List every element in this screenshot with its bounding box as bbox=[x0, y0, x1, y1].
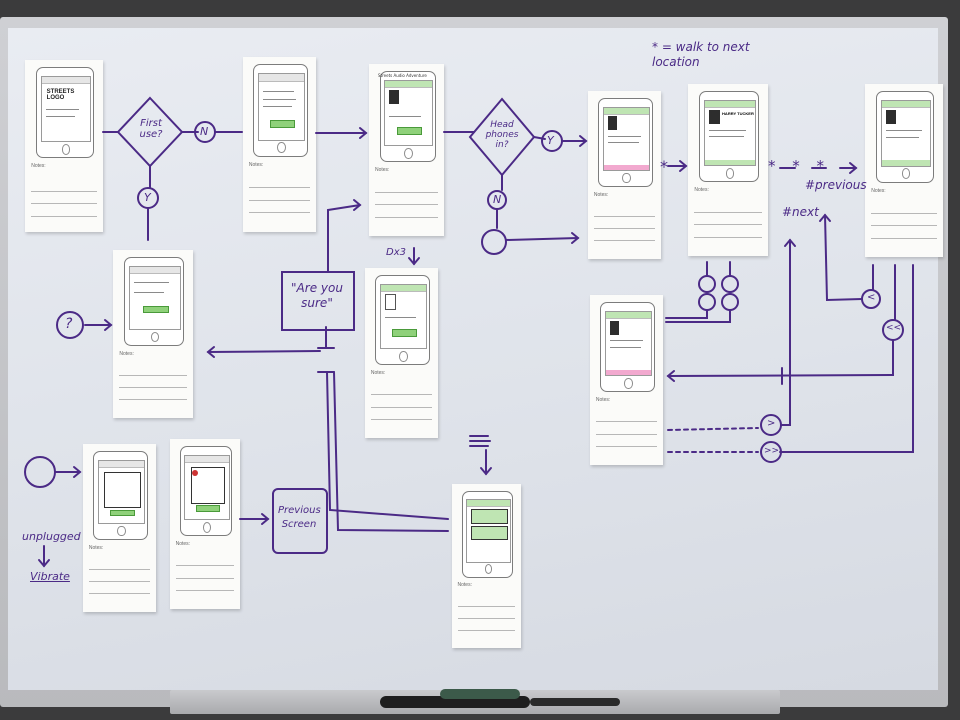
label-y2: Y bbox=[547, 134, 554, 147]
label-are-you-sure: "Are you sure" bbox=[291, 281, 343, 310]
marker-pen bbox=[530, 698, 620, 706]
label-fwd-gt: > bbox=[767, 418, 776, 429]
label-vibrate: Vibrate bbox=[30, 570, 70, 583]
sheet-headphones-warning: Notes: bbox=[83, 444, 156, 612]
label-app-header: Streets Audio Adventure bbox=[378, 73, 427, 78]
sheet-menu: Notes: bbox=[452, 484, 521, 648]
label-back-dbl: << bbox=[886, 323, 902, 333]
label-dx3: Dx3 bbox=[386, 247, 406, 258]
sheet-location-2: HARRY TUCKER Notes: bbox=[688, 84, 768, 256]
label-star-chain: * * * bbox=[768, 157, 831, 175]
sheet-location-3: Notes: bbox=[865, 84, 943, 257]
label-first-use: First use? bbox=[139, 118, 163, 140]
sheet-start: STREETS LOGO Notes: bbox=[25, 60, 103, 232]
are-you-sure-box bbox=[281, 271, 355, 331]
label-back-lt: < bbox=[867, 292, 876, 303]
label-star: * bbox=[660, 157, 668, 176]
phone-wireframe: STREETS LOGO bbox=[35, 66, 95, 159]
sheet-location-back: Notes: bbox=[590, 295, 663, 465]
node-back-dbl bbox=[698, 275, 716, 293]
label-fwd-dbl: >> bbox=[764, 446, 780, 456]
label-question: ? bbox=[65, 316, 73, 332]
label-walk-note: * = walk to next location bbox=[652, 40, 750, 69]
sheet-location-1: Notes: bbox=[588, 91, 661, 259]
label-next: #next bbox=[782, 205, 819, 219]
sheet-player: Notes: bbox=[369, 64, 444, 236]
label-n1: N bbox=[200, 125, 209, 138]
headphone-icon bbox=[481, 229, 507, 255]
label-headphones: Head phones in? bbox=[485, 120, 519, 150]
help-icon bbox=[56, 311, 84, 339]
node-back bbox=[698, 293, 716, 311]
previous-screen-box bbox=[272, 488, 328, 554]
notes-area: Notes: bbox=[31, 163, 97, 225]
label-unplugged: unplugged bbox=[22, 530, 81, 543]
sheet-discovery: Notes: bbox=[365, 268, 438, 438]
label-n2: N bbox=[493, 193, 502, 206]
node-next-dbl bbox=[760, 441, 782, 463]
sheet-unplugged: Notes: bbox=[170, 439, 240, 609]
marker-green bbox=[440, 689, 520, 699]
headphones-icon-left bbox=[24, 456, 56, 488]
sheet-headphone-tip: Notes: bbox=[113, 250, 193, 418]
sheet-intro: Notes: bbox=[243, 57, 316, 232]
label-previous-screen: Previous Screen bbox=[278, 505, 321, 530]
node-fwd bbox=[721, 293, 739, 311]
label-previous: #previous bbox=[805, 178, 867, 192]
label-y1: Y bbox=[144, 191, 151, 204]
node-fwd-dbl bbox=[721, 275, 739, 293]
streets-logo-text: STREETS LOGO bbox=[46, 88, 75, 101]
marker-black bbox=[380, 696, 530, 708]
